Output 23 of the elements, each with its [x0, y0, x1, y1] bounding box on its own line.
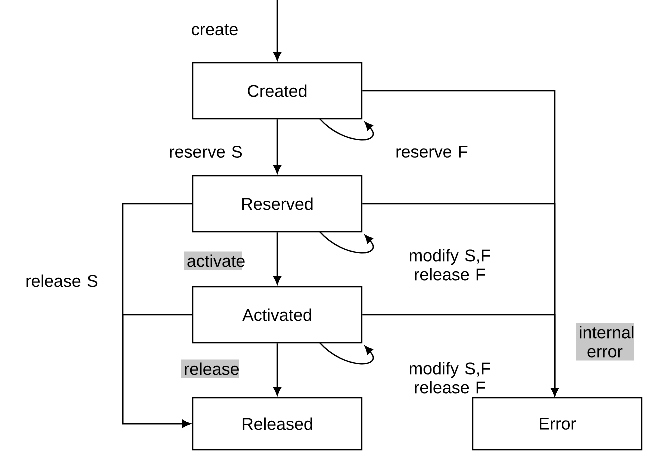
arrow [320, 118, 374, 141]
edge-label: reserve S [170, 146, 242, 158]
arrow [274, 120, 282, 174]
edge-label: release [181, 360, 239, 378]
arrow [274, 232, 282, 285]
arrow [122, 314, 192, 428]
state-box: Reserved [192, 175, 363, 233]
edge-label: internal error [576, 323, 634, 361]
arrow [274, 344, 282, 396]
arrow [362, 314, 559, 396]
edge-label: create [192, 24, 238, 36]
edge-label: release S [26, 274, 98, 288]
state-box: Released [192, 397, 363, 451]
arrow [320, 342, 374, 365]
arrow [320, 232, 374, 254]
edge-label: modify S,F release F [410, 362, 490, 394]
edge-label: modify S,F release F [410, 249, 490, 281]
arrow [274, 0, 282, 61]
state-box: Created [192, 62, 363, 120]
state-box: Activated [192, 286, 363, 344]
edge-label: reserve F [396, 146, 468, 158]
edge-label: activate [184, 252, 245, 270]
state-box: Error [472, 397, 643, 451]
